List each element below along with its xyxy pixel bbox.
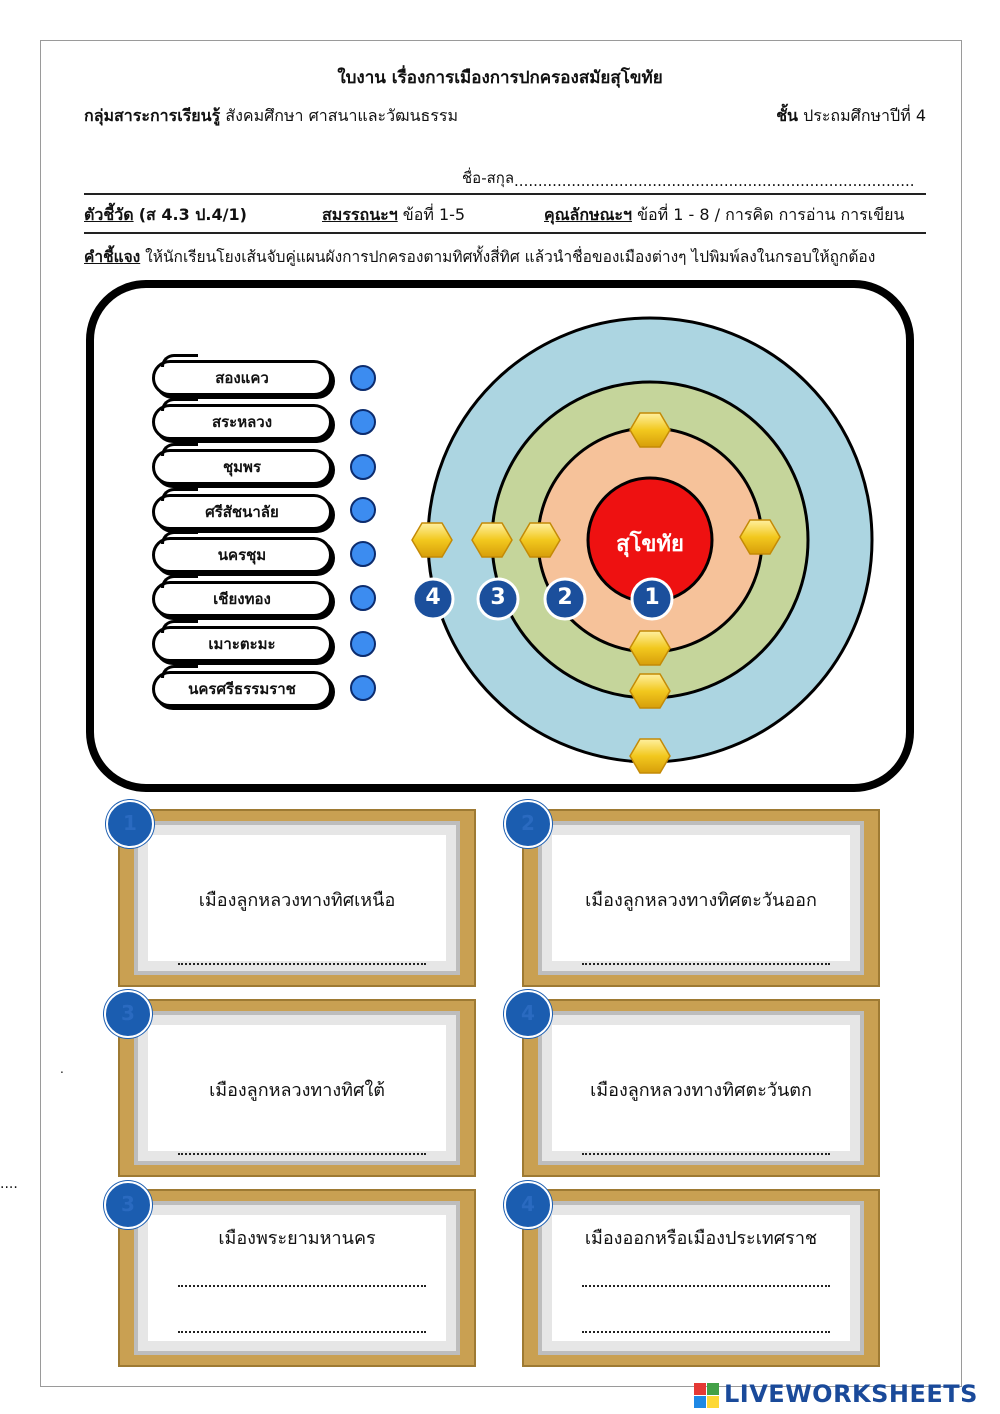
ring-number-4: 4 bbox=[425, 585, 441, 610]
answer-line[interactable] bbox=[178, 963, 426, 965]
card-badge: 4 bbox=[504, 990, 552, 1038]
card-title: เมืองลูกหลวงทางทิศใต้ bbox=[209, 1080, 385, 1101]
card-title: เมืองออกหรือเมืองประเทศราช bbox=[584, 1228, 818, 1249]
city-pill: เมาะตะมะ bbox=[152, 620, 332, 662]
answer-line[interactable] bbox=[582, 1153, 830, 1155]
ring-badge-4 bbox=[411, 577, 455, 621]
indicator-label: ตัวชี้วัด bbox=[84, 205, 134, 224]
subject-value: สังคมศึกษา ศาสนาและวัฒนธรรม bbox=[225, 106, 459, 125]
gold-hexagon[interactable] bbox=[739, 519, 781, 555]
grade-line: ชั้น ประถมศึกษาปีที่ 4 bbox=[776, 104, 926, 129]
competency-value: ข้อที่ 1-5 bbox=[402, 205, 466, 224]
divider-bottom bbox=[84, 232, 926, 234]
city-connector-dot[interactable] bbox=[350, 454, 376, 480]
gold-hexagon[interactable] bbox=[629, 738, 671, 774]
answer-line[interactable] bbox=[582, 1285, 830, 1287]
trait-label: คุณลักษณะฯ bbox=[544, 205, 633, 224]
city-connector-dot[interactable] bbox=[350, 631, 376, 657]
city-pill: สระหลวง bbox=[152, 398, 332, 440]
card-title: เมืองพระยามหานคร bbox=[218, 1228, 376, 1249]
ring-badge-3 bbox=[476, 577, 520, 621]
margin-dot: . bbox=[60, 1062, 64, 1076]
gold-hexagon[interactable] bbox=[629, 673, 671, 709]
name-line[interactable]: ชื่อ-สกุล...............................… bbox=[462, 166, 914, 190]
answer-card-prathetsarat: เมืองออกหรือเมืองประเทศราช bbox=[522, 1189, 880, 1367]
answer-line[interactable] bbox=[582, 963, 830, 965]
answer-line[interactable] bbox=[582, 1331, 830, 1333]
gold-hexagon-markers bbox=[411, 412, 781, 774]
city-connector-dot[interactable] bbox=[350, 365, 376, 391]
answer-line[interactable] bbox=[178, 1285, 426, 1287]
name-label: ชื่อ-สกุล bbox=[462, 169, 515, 187]
gold-hexagon[interactable] bbox=[411, 522, 453, 558]
city-pill: ชุมพร bbox=[152, 443, 332, 485]
city-pill: นครศรีธรรมราช bbox=[152, 665, 332, 707]
answer-card-north: เมืองลูกหลวงทางทิศเหนือ bbox=[118, 809, 476, 987]
card-badge: 4 bbox=[504, 1181, 552, 1229]
center-label: สุโขทัย bbox=[616, 532, 684, 557]
margin-ellipsis: .... bbox=[0, 1176, 18, 1192]
ring-number-badges bbox=[411, 577, 674, 621]
divider-top bbox=[84, 193, 926, 195]
indicator: ตัวชี้วัด (ส 4.3 ป.4/1) bbox=[84, 203, 247, 228]
trait: คุณลักษณะฯ ข้อที่ 1 - 8 / การคิด การอ่าน… bbox=[544, 203, 904, 228]
city-connector-dot[interactable] bbox=[350, 497, 376, 523]
subject-label: กลุ่มสาระการเรียนรู้ bbox=[84, 106, 221, 125]
city-pill: สองแคว bbox=[152, 354, 332, 396]
instructions: คำชี้แจง ให้นักเรียนโยงเส้นจับคู่แผนผังก… bbox=[84, 244, 875, 269]
grade-value: ประถมศึกษาปีที่ 4 bbox=[803, 106, 926, 125]
card-title: เมืองลูกหลวงทางทิศเหนือ bbox=[198, 890, 396, 911]
ring-number-3: 3 bbox=[490, 585, 506, 610]
name-dots: ........................................… bbox=[514, 172, 914, 190]
instructions-label: คำชี้แจง bbox=[84, 248, 141, 266]
competency-label: สมรรถนะฯ bbox=[322, 205, 398, 224]
card-badge: 3 bbox=[104, 990, 152, 1038]
city-connector-dot[interactable] bbox=[350, 675, 376, 701]
watermark-text: LIVEWORKSHEETS bbox=[724, 1380, 978, 1408]
matching-panel bbox=[86, 280, 914, 792]
indicator-value: (ส 4.3 ป.4/1) bbox=[138, 205, 247, 224]
gold-hexagon[interactable] bbox=[519, 522, 561, 558]
ring-number-2: 2 bbox=[557, 585, 573, 610]
answer-card-east: เมืองลูกหลวงทางทิศตะวันออก bbox=[522, 809, 880, 987]
answer-line[interactable] bbox=[178, 1331, 426, 1333]
ring-badge-1 bbox=[630, 577, 674, 621]
city-connector-dot[interactable] bbox=[350, 541, 376, 567]
answer-line[interactable] bbox=[178, 1153, 426, 1155]
answer-card-south: เมืองลูกหลวงทางทิศใต้ bbox=[118, 999, 476, 1177]
answer-card-west: เมืองลูกหลวงทางทิศตะวันตก bbox=[522, 999, 880, 1177]
card-badge: 3 bbox=[104, 1181, 152, 1229]
ring-badge-2 bbox=[543, 577, 587, 621]
card-title: เมืองลูกหลวงทางทิศตะวันออก bbox=[585, 890, 817, 911]
subject-line: กลุ่มสาระการเรียนรู้ สังคมศึกษา ศาสนาและ… bbox=[84, 104, 458, 129]
city-connector-dot[interactable] bbox=[350, 585, 376, 611]
liveworksheets-logo-icon bbox=[694, 1383, 720, 1409]
instructions-text: ให้นักเรียนโยงเส้นจับคู่แผนผังการปกครองต… bbox=[145, 248, 876, 266]
city-connector-dot[interactable] bbox=[350, 409, 376, 435]
grade-label: ชั้น bbox=[776, 106, 798, 125]
city-pill: ศรีสัชนาลัย bbox=[152, 488, 332, 530]
ring-number-1: 1 bbox=[644, 585, 660, 610]
city-pill: นครชุม bbox=[152, 531, 332, 573]
gold-hexagon[interactable] bbox=[629, 412, 671, 448]
card-title: เมืองลูกหลวงทางทิศตะวันตก bbox=[590, 1080, 812, 1101]
card-badge: 1 bbox=[106, 800, 154, 848]
page-border bbox=[40, 40, 962, 1387]
city-pill: เชียงทอง bbox=[152, 575, 332, 617]
worksheet-title: ใบงาน เรื่องการเมืองการปกครองสมัยสุโขทัย bbox=[337, 68, 663, 88]
trait-value: ข้อที่ 1 - 8 / การคิด การอ่าน การเขียน bbox=[637, 205, 905, 224]
answer-card-mahanakhon: เมืองพระยามหานคร bbox=[118, 1189, 476, 1367]
competency: สมรรถนะฯ ข้อที่ 1-5 bbox=[322, 203, 465, 228]
gold-hexagon[interactable] bbox=[629, 630, 671, 666]
card-badge: 2 bbox=[504, 800, 552, 848]
gold-hexagon[interactable] bbox=[471, 522, 513, 558]
